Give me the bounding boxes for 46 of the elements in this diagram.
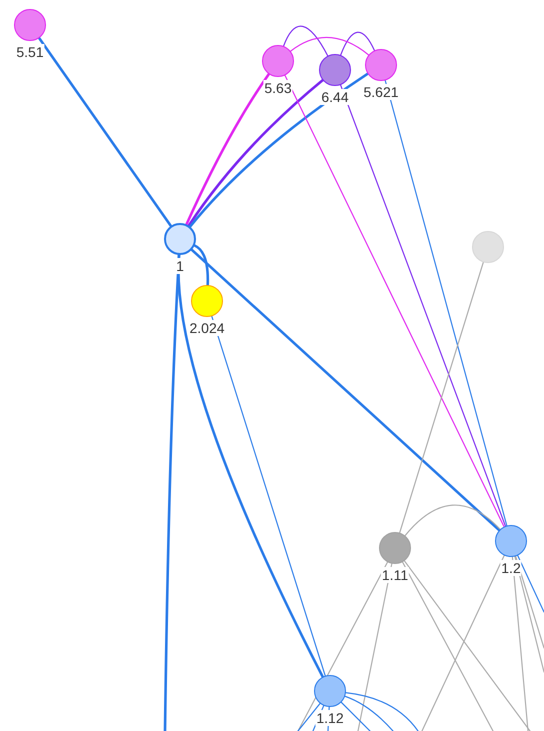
node-circle — [472, 231, 504, 263]
node-circle — [379, 532, 411, 564]
connector-line — [404, 504, 501, 536]
node-circle — [262, 45, 294, 77]
connector-line — [402, 562, 494, 731]
connector-line — [421, 554, 505, 731]
connector-line — [512, 556, 529, 731]
node-label: 5.51 — [15, 44, 45, 60]
node-circle — [319, 54, 351, 86]
connector-line — [283, 26, 328, 56]
connector-line — [404, 560, 531, 731]
connector-line — [38, 36, 172, 228]
node-label: 5.63 — [263, 80, 293, 96]
connector-line — [344, 696, 394, 731]
connector-line — [399, 262, 484, 534]
connector-line — [211, 316, 326, 676]
connector-line — [340, 702, 371, 731]
node-label: 6.44 — [320, 89, 350, 105]
node-circle — [495, 525, 527, 557]
connector-line — [384, 80, 508, 526]
connector-line — [193, 244, 210, 286]
connector-line — [517, 554, 544, 613]
connector-line — [345, 692, 419, 731]
node-label: 1.11 — [380, 567, 410, 583]
connector-line — [357, 563, 392, 731]
connector-line — [290, 36, 370, 56]
node-label: 1.2 — [500, 560, 522, 576]
node-circle — [164, 223, 196, 255]
connector-line — [340, 32, 375, 56]
connector-line — [188, 72, 369, 228]
node-circle — [14, 9, 46, 41]
node-circle — [365, 49, 397, 81]
connector-line — [164, 254, 180, 731]
node-label: 2.024 — [188, 320, 226, 336]
node-circle — [191, 285, 223, 317]
connector-line — [190, 248, 500, 532]
connector-line — [514, 556, 544, 673]
node-label: 1 — [175, 258, 185, 274]
connector-line — [284, 74, 505, 528]
connector-line — [177, 254, 324, 678]
connector-line — [340, 84, 506, 527]
node-label: 5.621 — [362, 84, 400, 100]
connector-line — [515, 556, 544, 649]
connector-line — [188, 78, 324, 227]
connector-line — [185, 72, 270, 226]
node-circle — [314, 675, 346, 707]
